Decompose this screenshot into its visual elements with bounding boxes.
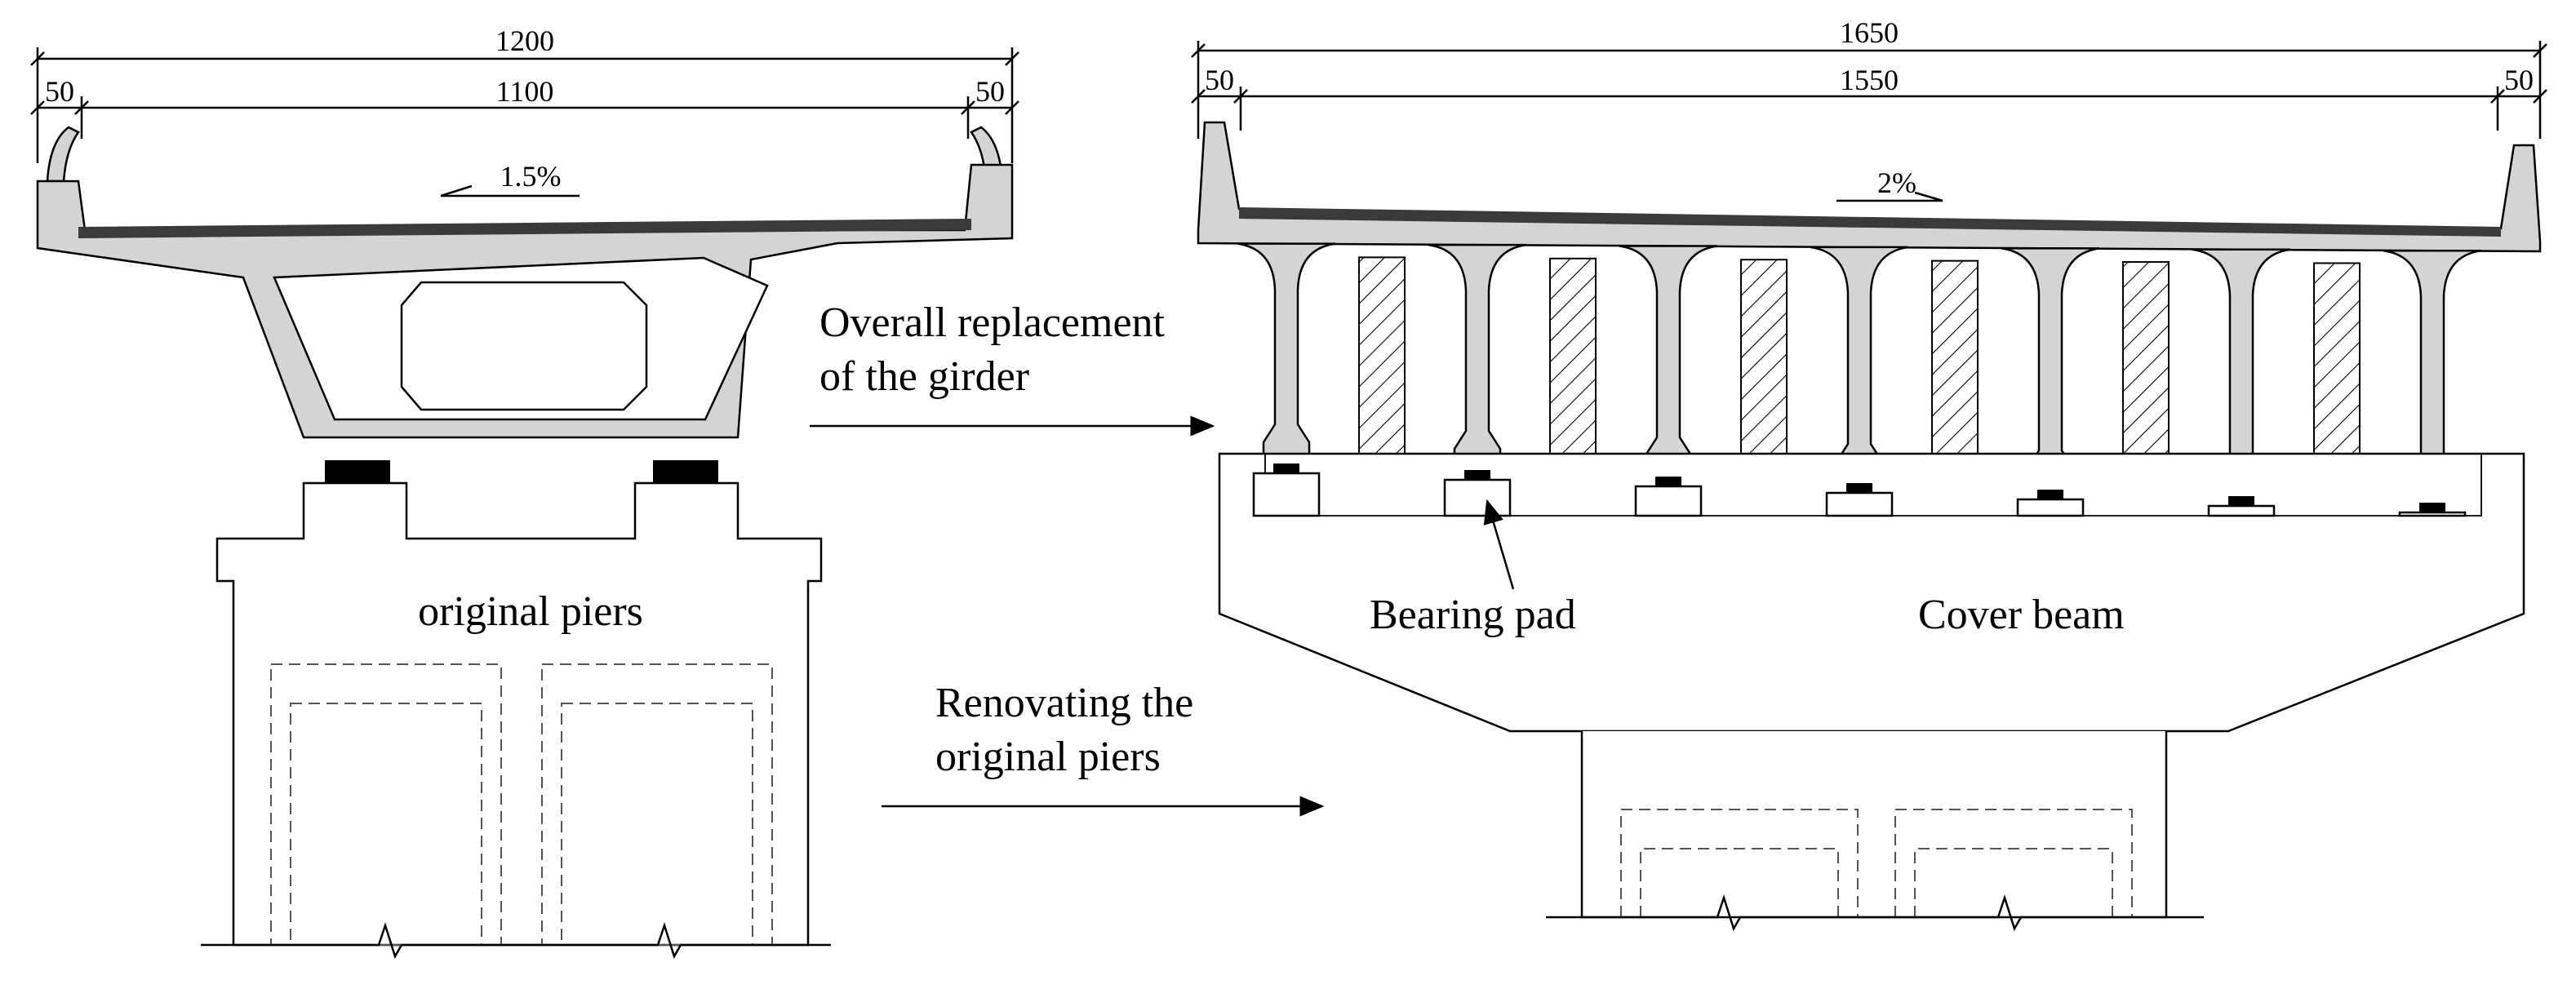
bearing-pad [1846,483,1872,493]
right-slope-text: 2% [1877,166,1916,199]
cover-beam [1218,452,2525,733]
renovated-pier [1580,731,2168,919]
right-dimension-lines [1191,41,2547,139]
pier-dash-right-outer [541,663,773,946]
girder-annotation-line2: of the girder [819,353,1029,400]
bearing-block [2398,511,2467,517]
bearing-pad [1464,470,1490,480]
new-pier-dash-right-outer [1894,809,2133,917]
left-dimension-lines [30,47,1019,163]
t-girder [1810,246,1909,485]
girder-annotation-line1: Overall replacement [819,299,1166,346]
bearing-block [2207,504,2276,517]
left-inner-width: 1100 [496,75,554,108]
left-slope-text: 1.5% [500,160,562,193]
right-edge-right: 50 [2504,64,2534,96]
bearing-block [1443,478,1512,517]
left-pavement [78,219,971,238]
new-pier-dash-right-inner [1914,848,2113,917]
box-girder-hollow [400,281,648,411]
cover-beam-label: Cover beam [1918,592,2125,638]
pier-annotation-line2: original piers [935,734,1161,780]
left-total-width: 1200 [495,24,554,57]
new-pier-dash-left-inner [1640,848,1839,917]
t-girder [1619,245,1718,478]
right-pavement [1239,207,2501,237]
bearing-pad [2228,496,2254,506]
right-inner-width: 1550 [1840,64,1899,96]
bearing-pad-leader [1483,499,1515,590]
left-railing-post [46,126,80,183]
right-ground-line [1546,894,2204,932]
pier-annotation-line1: Renovating the [935,680,1193,726]
left-slope-arrow [440,184,473,197]
diaphragm [2313,262,2361,468]
diaphragm [1740,259,1788,465]
bearing-pad [1655,477,1681,486]
original-piers-label: original piers [418,588,643,635]
right-slope-arrow [1914,191,1943,202]
original-pier [215,481,823,947]
new-pier-dash-left-outer [1620,809,1859,917]
pier-dash-left-inner [290,703,482,946]
t-girder [1428,243,1527,472]
left-bearing-2 [653,460,718,483]
diaphragms [1358,256,2361,468]
pier-dash-left-outer [270,663,502,946]
bearing-block [2016,498,2085,517]
bearing-block [1825,491,1894,517]
bearing-pad [2037,490,2063,499]
left-ground-line [201,921,831,960]
left-bearing-1 [325,460,390,483]
t-girder [1237,242,1336,465]
diaphragm [1549,257,1597,464]
bearing-block [1634,485,1703,517]
bearing-pad [1273,464,1299,473]
bearing-pad-label: Bearing pad [1370,592,1576,638]
bearing-pad [2419,503,2445,512]
right-total-width: 1650 [1840,16,1899,49]
diaphragm [1358,256,1406,463]
left-edge-left: 50 [45,75,74,108]
diaphragm [1931,259,1979,466]
diaphragm [2122,261,2170,468]
right-edge-left: 50 [1205,64,1234,96]
left-edge-right: 50 [975,75,1005,108]
bearing-block [1252,472,1321,517]
